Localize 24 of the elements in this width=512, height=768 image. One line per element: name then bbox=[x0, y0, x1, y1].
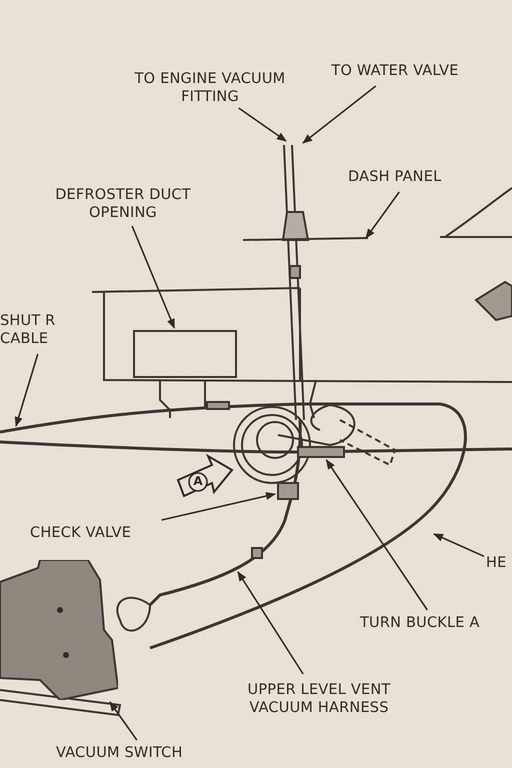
leader-line bbox=[14, 354, 39, 427]
leader-line bbox=[109, 701, 138, 740]
leader-line bbox=[365, 192, 400, 239]
view-letter: A bbox=[192, 473, 204, 489]
leader-line bbox=[161, 492, 276, 521]
callout-label: DASH PANEL bbox=[348, 168, 442, 186]
leader-line bbox=[302, 85, 376, 144]
callout-label: CHECK VALVE bbox=[30, 524, 132, 542]
leader-line bbox=[326, 459, 428, 610]
callout-label: SHUT R CABLE bbox=[0, 312, 56, 348]
callout-label: HE bbox=[486, 554, 508, 572]
callout-label: TO ENGINE VACUUM FITTING bbox=[134, 70, 286, 106]
leader-line bbox=[238, 107, 287, 142]
callout-label: VACUUM SWITCH bbox=[56, 744, 184, 762]
callout-label: UPPER LEVEL VENT VACUUM HARNESS bbox=[246, 681, 392, 717]
leader-line bbox=[131, 226, 176, 329]
check-valve bbox=[277, 482, 299, 500]
callout-label: TURN BUCKLE A bbox=[360, 614, 481, 632]
duct-opening bbox=[133, 330, 237, 378]
leader-line bbox=[237, 571, 304, 674]
callout-label: TO WATER VALVE bbox=[330, 62, 460, 80]
turnbuckle bbox=[297, 446, 345, 458]
callout-label: DEFROSTER DUCT OPENING bbox=[54, 186, 192, 222]
leader-line bbox=[433, 533, 484, 558]
